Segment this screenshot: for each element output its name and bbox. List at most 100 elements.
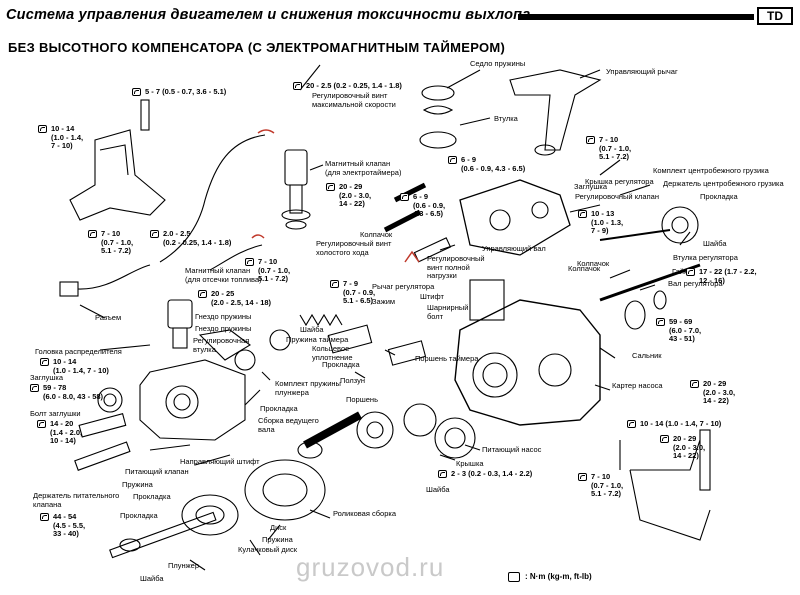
pump-housing [454,299,601,426]
torque-spec: 7 - 9 (0.7 - 0.9, 5.1 - 6.5) [330,279,375,306]
label-max-speed-screw: Регулировочный винт максимальной скорост… [312,91,396,109]
header-title: Система управления двигателем и снижения… [6,7,531,23]
label-piston: Поршень [346,395,378,404]
torque-spec: 6 - 9 (0.6 - 0.9, 4.3 - 6.5) [400,192,445,219]
torque-spec: 2 - 3 (0.2 - 0.3, 1.4 - 2.2) [438,469,532,479]
red-arrow [404,250,420,263]
distributor-head [139,359,246,441]
torque-spec: 7 - 10 (0.7 - 1.0, 5.1 - 7.2) [245,257,290,284]
bolt [140,99,150,131]
label-gasket-4: Прокладка [120,511,158,520]
label-bushing: Втулка [494,114,518,123]
label-timer-spring: Пружина таймера [286,335,349,344]
header-bar: Система управления двигателем и снижения… [0,4,800,26]
label-spring-2: Пружина [262,535,293,544]
plunger [109,511,217,559]
torque-spec: 44 - 54 (4.5 - 5.5, 33 - 40) [40,512,85,539]
torque-spec: 7 - 10 (0.7 - 1.0, 5.1 - 7.2) [88,229,133,256]
torque-spec: 2.0 - 2.5 (0.2 - 0.25, 1.4 - 1.8) [150,229,231,247]
label-gasket-3: Прокладка [133,492,171,501]
label-control-shaft: Управляющий вал [482,244,546,253]
label-roller-assy: Роликовая сборка [333,509,397,518]
label-plunger: Плунжер [168,561,200,570]
label-disk: Диск [270,523,287,532]
torque-spec: 6 - 9 (0.6 - 0.9, 4.3 - 6.5) [448,155,525,173]
connector [59,281,79,297]
diagram-subtitle: БЕЗ ВЫСОТНОГО КОМПЕНСАТОРА (С ЭЛЕКТРОМАГ… [8,40,506,55]
label-guide-pin: Направляющий штифт [180,457,260,466]
legend-text: : N·m (kg-m, ft-lb) [525,572,592,582]
label-fuel-cut-solenoid: Магнитный клапан (для отсечки топлива) [185,266,262,284]
label-spring-seat: Седло пружины [470,59,526,68]
roller-assembly [244,459,326,521]
torque-spec: 20 - 29 (2.0 - 3.0, 14 - 22) [660,434,705,461]
torque-spec: 14 - 20 (1.4 - 2.0, 10 - 14) [37,419,82,446]
label-washer-right: Шайба [703,239,727,248]
label-gov-valve: Регулировочный клапан [575,192,659,201]
label-weight-holder: Держатель центробежного грузика [663,179,784,188]
label-adjust-bushing: Регулировочная втулка [193,336,250,354]
bracket [69,129,166,221]
label-gov-bushing: Втулка регулятора [673,253,738,262]
label-gasket-2: Прокладка [260,404,298,413]
torque-spec: 59 - 78 (6.0 - 8.0, 43 - 58) [30,383,103,401]
torque-spec: 10 - 14 (1.0 - 1.4, 7 - 10) [38,124,83,151]
label-seal: Сальник [632,351,662,360]
link-rod [629,439,711,541]
label-gasket-right: Прокладка [700,192,738,201]
label-cap-2: Колпачок [577,259,610,268]
label-clamp: Зажим [372,297,396,306]
timer-solenoid [284,149,308,186]
label-gasket-1: Прокладка [322,360,360,369]
cam-disk [181,494,239,536]
control-lever-block [469,279,505,321]
spring-seat [421,85,455,101]
feed-pump-gear [356,411,394,449]
label-timer-piston: Поршень таймера [415,354,479,363]
red-mark-2 [251,234,265,239]
label-lever-lower: Рычаг регулятора [372,282,435,291]
label-spring-1: Пружина [122,480,153,489]
section-badge: TD [757,7,793,25]
label-washer-1: Шайба [300,325,324,334]
torque-legend: : N·m (kg-m, ft-lb) [508,572,592,582]
torque-wrench-icon [508,572,520,582]
control-lever [509,69,602,151]
label-nut: Гайка [672,267,692,276]
label-pin: Штифт [420,292,444,301]
torque-spec: 10 - 14 (1.0 - 1.4, 7 - 10) [627,419,721,429]
label-gov-shaft: Вал регулятора [668,279,723,288]
label-cover: Крышка [456,459,484,468]
torque-spec: 59 - 69 (6.0 - 7.0, 43 - 51) [656,317,701,344]
label-spring-nest: Гнездо пружины [195,312,252,321]
watermark: gruzovod.ru [296,552,445,582]
label-timer-solenoid: Магнитный клапан (для электротаймера) [325,159,402,177]
torque-spec: 7 - 10 (0.7 - 1.0, 5.1 - 7.2) [578,472,623,499]
label-cam-disk: Кулачковый диск [238,545,298,554]
label-feed-pump: Питающий насос [482,445,542,454]
torque-spec: 10 - 14 (1.0 - 1.4, 7 - 10) [40,357,109,375]
label-washer-3: Шайба [426,485,450,494]
fuel-cut-solenoid [167,299,193,329]
timer-cable [159,134,266,263]
torque-spec: 20 - 29 (2.0 - 3.0, 14 - 22) [690,379,735,406]
torque-spec: 20 - 25 (2.0 - 2.5, 14 - 18) [198,289,271,307]
centrifugal-weights [661,206,699,244]
label-control-lever: Управляющий рычаг [606,67,678,76]
label-feed-valve-holder: Держатель питательного клапана [33,491,120,509]
header-rule [518,14,754,20]
label-connector: Разъем [95,313,122,322]
torque-spec: 5 - 7 (0.5 - 0.7, 3.6 - 5.1) [132,87,226,97]
label-o-ring: Кольцевое уплотнение [312,344,353,362]
torque-spec: 17 - 22 (1.7 - 2.2, 12 - 16) [686,267,757,285]
torque-spec: 20 - 2.5 (0.2 - 0.25, 1.4 - 1.8) [293,81,402,91]
label-governor-cover: Крышка регулятора [585,177,654,186]
label-washer-2: Шайба [140,574,164,583]
timer-piston [327,324,373,354]
label-plug-2: Заглушка [574,182,608,191]
label-cap: Колпачок [360,230,393,239]
label-drive-shaft-assy: Сборка ведущего вала [258,416,319,434]
label-full-load-screw: Регулировочный винт полной нагрузки [427,254,485,280]
label-idle-screw: Регулировочный винт холостого хода [316,239,392,257]
